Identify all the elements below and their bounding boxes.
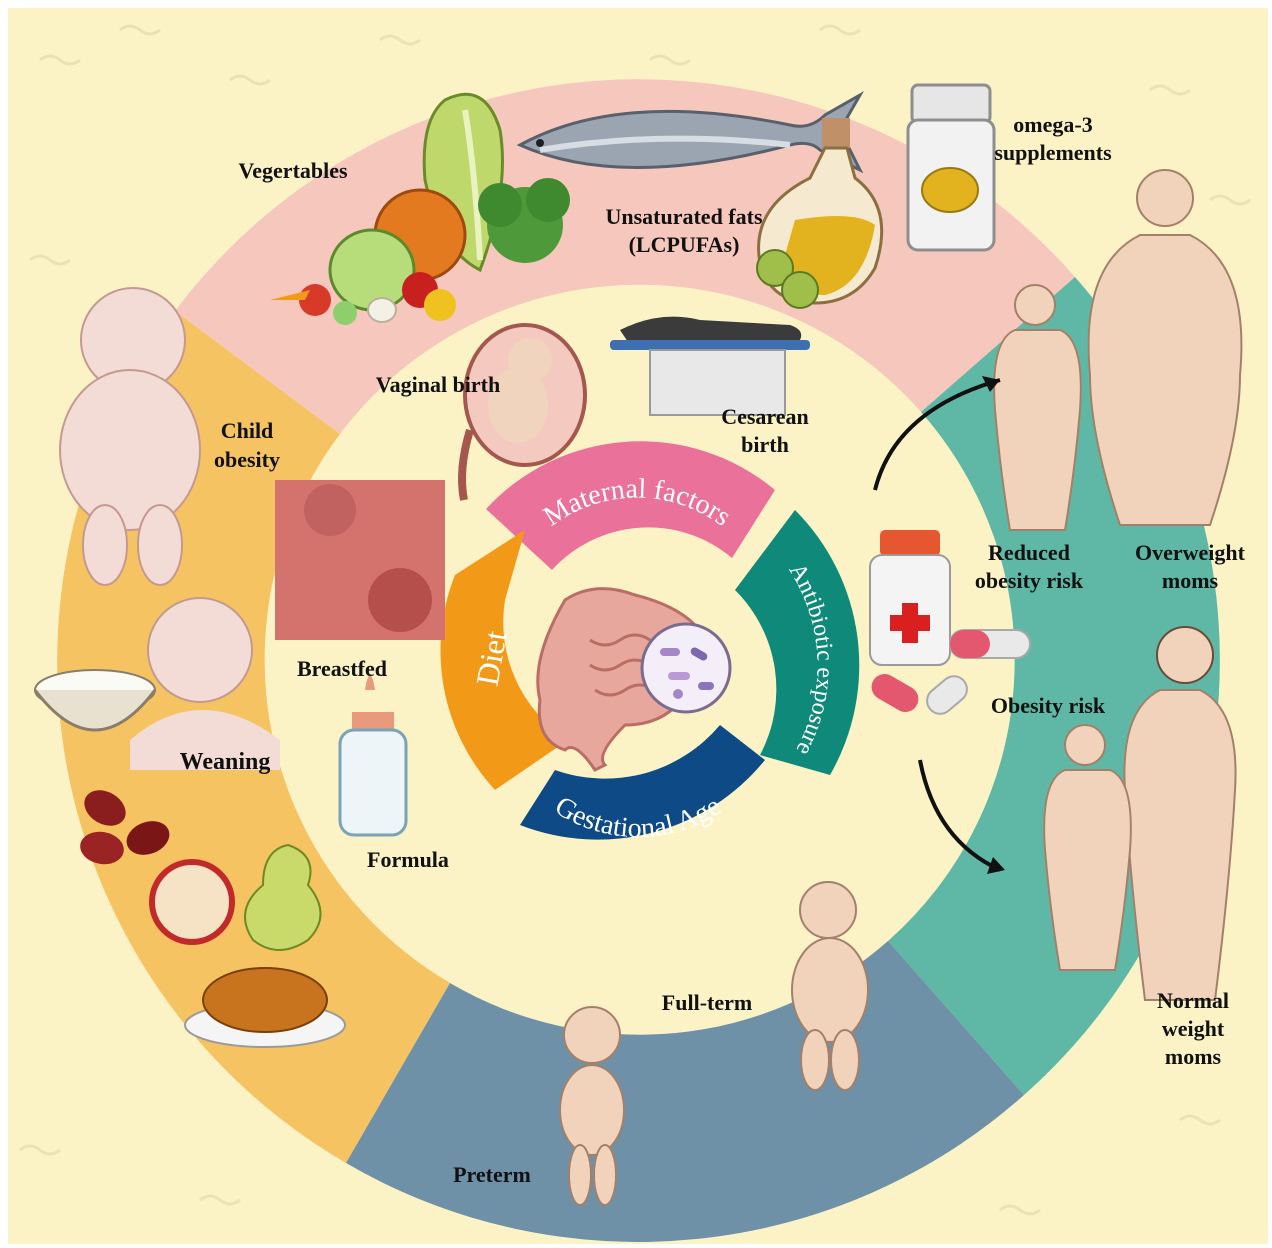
- label-supplements: supplements: [994, 140, 1112, 165]
- label-normal-moms: moms: [1165, 1044, 1222, 1069]
- supplement-jar-icon: [908, 85, 994, 250]
- label-cesarean: Cesarean: [721, 404, 809, 429]
- medicine-bottle-icon: [870, 530, 950, 665]
- label-overweight: Overweight: [1135, 540, 1246, 565]
- label-full-term: Full-term: [662, 990, 752, 1015]
- label-reduced-obesity-risk: obesity risk: [975, 568, 1084, 593]
- capsule-icon: [950, 630, 1030, 658]
- label-breastfed: Breastfed: [297, 656, 387, 681]
- label-obesity-risk: Obesity risk: [991, 693, 1106, 718]
- breastfeeding-icon: [275, 480, 445, 640]
- label-unsaturated-fats: Unsaturated fats: [605, 204, 762, 229]
- label-lcpufas: (LCPUFAs): [629, 232, 740, 257]
- label-preterm: Preterm: [453, 1162, 531, 1187]
- label-birth: birth: [741, 432, 789, 457]
- bacteria-circle-icon: [642, 624, 730, 712]
- label-child: Child: [221, 418, 274, 443]
- label-weaning: Weaning: [180, 749, 271, 775]
- label-obesity: obesity: [214, 447, 280, 472]
- label-overweight-moms: moms: [1162, 568, 1219, 593]
- apple-icon: [152, 862, 232, 942]
- label-formula: Formula: [367, 847, 449, 872]
- label-omega3: omega-3: [1013, 112, 1092, 137]
- label-normal: Normal: [1157, 988, 1229, 1013]
- label-reduced: Reduced: [988, 540, 1070, 565]
- label-weight: weight: [1162, 1016, 1225, 1041]
- label-vegetables: Vegertables: [238, 158, 348, 183]
- label-vaginal-birth: Vaginal birth: [376, 372, 501, 397]
